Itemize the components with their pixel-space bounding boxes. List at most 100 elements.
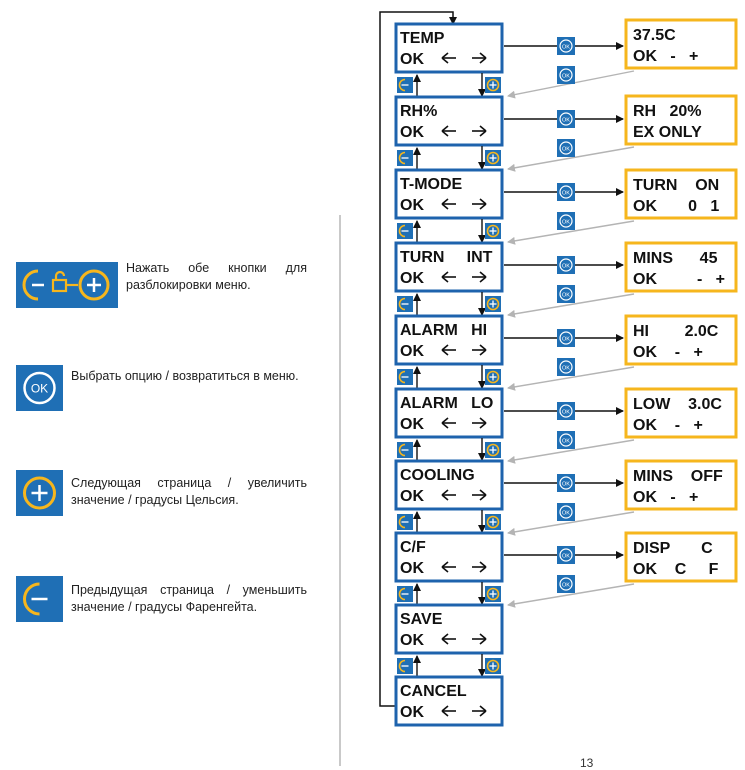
nav-arrows-icon xyxy=(441,417,487,429)
submenu-line1-alarm-hi: HI 2.0C xyxy=(633,323,719,340)
page-number: 13 xyxy=(580,756,594,770)
minus-nav-icon xyxy=(397,442,413,458)
menu-label-rh: RH% xyxy=(400,103,437,120)
plus-nav-icon xyxy=(485,223,501,239)
svg-text:OK: OK xyxy=(562,582,570,588)
svg-text:OK: OK xyxy=(562,219,570,225)
menu-ok-cooling: OK xyxy=(400,488,424,505)
menu-box-c-f: C/FOK xyxy=(394,531,504,583)
submenu-line1-c-f: DISP C xyxy=(633,540,713,557)
submenu-box-c-f: DISP C OK C F xyxy=(624,531,738,583)
legend-text-minus: Предыдущая страница / уменьшить значение… xyxy=(71,583,307,614)
loop-line xyxy=(379,11,457,707)
submenu-line1-rh: RH 20% xyxy=(633,103,701,120)
minus-nav-icon xyxy=(397,514,413,530)
svg-text:OK: OK xyxy=(562,117,570,123)
column-divider xyxy=(339,215,341,766)
nav-arrows-icon xyxy=(441,125,487,137)
svg-text:OK: OK xyxy=(562,438,570,444)
minus-nav-icon xyxy=(397,296,413,312)
svg-text:OK: OK xyxy=(562,510,570,516)
svg-text:OK: OK xyxy=(562,409,570,415)
submenu-line1-turn-int: MINS 45 xyxy=(633,250,718,267)
unlock-minus-plus-icon xyxy=(16,262,118,308)
menu-ok-t-mode: OK xyxy=(400,197,424,214)
plus-nav-icon xyxy=(485,586,501,602)
ok-return-icon: OK xyxy=(557,285,575,303)
submenu-line2-alarm-hi: OK - + xyxy=(633,344,703,361)
svg-text:OK: OK xyxy=(562,336,570,342)
menu-box-t-mode: T-MODE OK xyxy=(394,168,504,220)
minus-nav-icon xyxy=(397,223,413,239)
menu-label-alarm-hi: ALARM HI xyxy=(400,322,487,339)
menu-label-cooling: COOLING xyxy=(400,467,475,484)
minus-nav-icon xyxy=(397,150,413,166)
svg-text:OK: OK xyxy=(562,553,570,559)
return-arrow-cooling xyxy=(507,511,635,536)
nav-arrows-icon xyxy=(441,561,487,573)
ok-select-icon: OK xyxy=(557,183,575,201)
svg-text:OK: OK xyxy=(562,263,570,269)
plus-nav-icon xyxy=(485,369,501,385)
menu-box-rh: RH% OK xyxy=(394,95,504,147)
legend-text-plus: Следующая страница / увеличить значение … xyxy=(71,476,307,507)
svg-text:OK: OK xyxy=(562,146,570,152)
minus-button-icon xyxy=(16,576,63,622)
menu-ok-save: OK xyxy=(400,632,424,649)
svg-text:OK: OK xyxy=(562,190,570,196)
menu-ok-cancel: OK xyxy=(400,704,424,721)
return-arrow-alarm-lo xyxy=(507,439,635,464)
submenu-line1-temp: 37.5C xyxy=(633,27,676,44)
menu-box-alarm-hi: ALARM HI OK xyxy=(394,314,504,366)
ok-select-icon: OK xyxy=(557,402,575,420)
svg-text:OK: OK xyxy=(562,292,570,298)
plus-nav-icon xyxy=(485,77,501,93)
submenu-box-alarm-hi: HI 2.0C OK - + xyxy=(624,314,738,366)
menu-ok-temp: OK xyxy=(400,51,424,68)
svg-text:OK: OK xyxy=(562,44,570,50)
menu-box-temp: TEMP OK xyxy=(394,22,504,74)
minus-nav-icon xyxy=(397,77,413,93)
plus-nav-icon xyxy=(485,442,501,458)
ok-select-icon: OK xyxy=(557,474,575,492)
submenu-line2-rh: EX ONLY xyxy=(633,124,702,141)
minus-nav-icon xyxy=(397,586,413,602)
ok-return-icon: OK xyxy=(557,358,575,376)
submenu-box-rh: RH 20% EX ONLY xyxy=(624,94,738,146)
menu-label-c-f: C/F xyxy=(400,539,426,556)
ok-return-icon: OK xyxy=(557,139,575,157)
nav-arrows-icon xyxy=(441,52,487,64)
svg-text:OK: OK xyxy=(31,382,48,396)
ok-return-icon: OK xyxy=(557,431,575,449)
return-arrow-rh xyxy=(507,146,635,172)
plus-button-icon xyxy=(16,470,63,516)
ok-return-icon: OK xyxy=(557,212,575,230)
nav-arrows-icon xyxy=(441,633,487,645)
svg-text:OK: OK xyxy=(562,481,570,487)
ok-button-icon: OK xyxy=(16,365,63,411)
ok-select-icon: OK xyxy=(557,546,575,564)
submenu-line1-alarm-lo: LOW 3.0C xyxy=(633,396,722,413)
menu-label-t-mode: T-MODE xyxy=(400,176,463,193)
submenu-line1-t-mode: TURN ON xyxy=(633,177,719,194)
nav-arrows-icon xyxy=(441,271,487,283)
legend-text-unlock: Нажать обе кнопки для разблокировки меню… xyxy=(126,261,307,292)
submenu-line2-c-f: OK C F xyxy=(633,561,719,578)
ok-return-icon: OK xyxy=(557,575,575,593)
menu-label-temp: TEMP xyxy=(400,30,445,47)
menu-ok-alarm-hi: OK xyxy=(400,343,424,360)
minus-nav-icon xyxy=(397,658,413,674)
plus-nav-icon xyxy=(485,658,501,674)
menu-ok-alarm-lo: OK xyxy=(400,416,424,433)
menu-ok-rh: OK xyxy=(400,124,424,141)
nav-arrows-icon xyxy=(441,198,487,210)
return-arrow-c-f xyxy=(507,583,635,608)
